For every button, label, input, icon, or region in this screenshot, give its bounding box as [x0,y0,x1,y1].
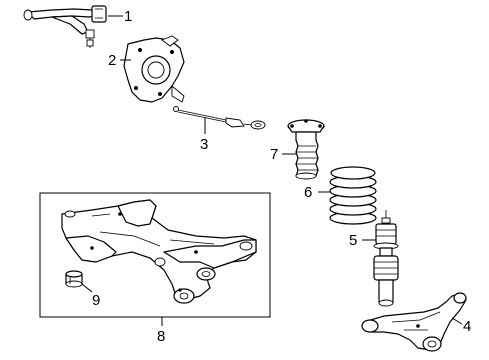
callout-9: 9 [92,292,100,309]
lower-control-arm [361,292,467,352]
upper-control-arm [23,5,107,48]
tie-rod [173,106,266,130]
shock-absorber [373,210,399,307]
callout-1: 1 [124,8,132,25]
callout-5: 5 [349,232,357,249]
callout-4-leader [451,317,463,325]
callout-6: 6 [304,184,312,201]
callout-8: 8 [157,328,165,345]
callout-3: 3 [200,136,208,153]
subframe-detail-box [39,192,271,318]
coil-spring [329,166,377,225]
callout-9-leader [81,283,93,293]
callout-4: 4 [463,318,471,335]
subframe-crossmember [61,199,257,304]
callout-7: 7 [270,146,278,163]
strut-mount-bumper [287,119,325,180]
subframe-bushing [65,270,83,288]
callout-2: 2 [108,52,116,69]
steering-knuckle [123,35,185,103]
